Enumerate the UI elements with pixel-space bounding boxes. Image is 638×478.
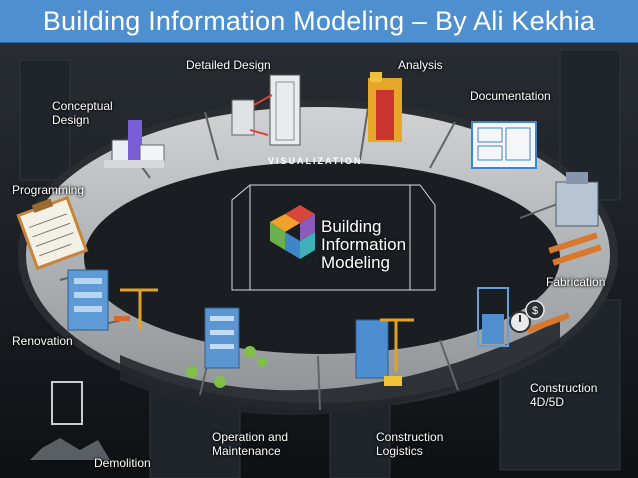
label-operation-maintenance-line-1: Operation and [212, 430, 289, 444]
center-label: Building Information Modeling [321, 218, 421, 272]
center-label-line-1: Building [321, 217, 382, 236]
dollar-icon: $ [525, 300, 545, 320]
label-documentation: Documentation [470, 89, 551, 103]
label-detailed-design: Detailed Design [186, 58, 271, 72]
label-renovation: Renovation [12, 334, 73, 348]
center-label-line-3: Modeling [321, 253, 390, 272]
label-fabrication: Fabrication [546, 275, 606, 289]
label-operation-maintenance-line-2: Maintenance [212, 444, 281, 458]
label-construction-logistics-line-2: Logistics [376, 444, 423, 458]
label-analysis: Analysis [398, 58, 443, 72]
blueprint-icon [471, 121, 537, 169]
svg-text:$: $ [532, 305, 538, 317]
ring-center [84, 162, 560, 354]
ring-shadow [120, 320, 560, 416]
label-construction-4d5d-line-1: Construction [530, 381, 598, 395]
analysis-building-icon [368, 72, 402, 142]
logistics-construction-icon [355, 318, 414, 386]
stopwatch-icon [509, 311, 531, 333]
clipboard-icon [16, 195, 89, 271]
operation-building-icon [186, 307, 267, 388]
demolition-icon [30, 381, 110, 460]
building-icon [231, 74, 301, 146]
label-conceptual-design-line-2: Design [52, 113, 90, 127]
label-programming: Programming [12, 183, 85, 197]
construction-4d5d-icon [477, 287, 570, 347]
ring-label: VISUALIZATION [268, 156, 363, 166]
renovation-building-icon [67, 269, 109, 331]
bim-logo-icon [270, 205, 315, 259]
label-construction-4d5d-line-2: 4D/5D [530, 395, 565, 409]
center-label-line-2: Information [321, 235, 407, 254]
label-conceptual-design: Conceptual Design [52, 99, 113, 127]
label-demolition: Demolition [94, 456, 151, 470]
conceptual-model-icon [104, 120, 165, 168]
label-construction-4d5d: Construction 4D/5D [530, 381, 597, 409]
label-conceptual-design-line-1: Conceptual [52, 99, 113, 113]
fabrication-icon [548, 172, 602, 266]
slide-title: Building Information Modeling – By Ali K… [42, 6, 596, 36]
label-construction-logistics-line-1: Construction [376, 430, 444, 444]
title-bar: Building Information Modeling – By Ali K… [0, 0, 638, 43]
label-construction-logistics: Construction Logistics [376, 430, 443, 458]
center-wireframe [231, 184, 436, 291]
crane-icon [114, 288, 158, 330]
label-operation-maintenance: Operation and Maintenance [212, 430, 288, 458]
